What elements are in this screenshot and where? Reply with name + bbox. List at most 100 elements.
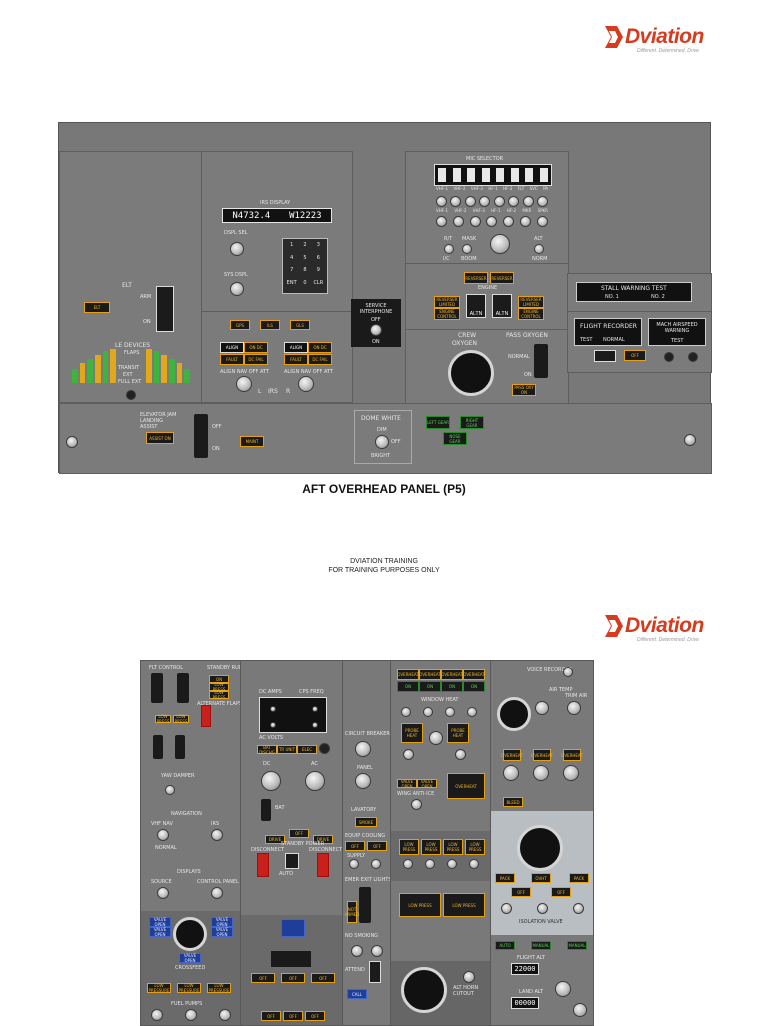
vol-knob-1[interactable]: [436, 196, 447, 207]
vol-knob-3[interactable]: [464, 196, 476, 207]
bus-transfer-switch[interactable]: [271, 951, 311, 967]
battery-switch[interactable]: [261, 799, 271, 821]
outflow-valve-knob[interactable]: [573, 1003, 587, 1017]
gen-1-disconnect-guard[interactable]: [257, 853, 269, 877]
probe-heat-a-switch[interactable]: [403, 749, 414, 760]
flt-control-b-switch[interactable]: [177, 673, 189, 703]
irs-sys-display-knob[interactable]: [230, 282, 244, 296]
vol-knob-6[interactable]: [508, 196, 520, 207]
equip-supply-switch[interactable]: [349, 859, 359, 869]
vhf-nav-knob[interactable]: [157, 829, 169, 841]
vol-knob-4[interactable]: [479, 196, 491, 207]
mic-hf1-button[interactable]: [481, 168, 490, 182]
emer-exit-switch[interactable]: [359, 887, 371, 923]
vol2-knob-7[interactable]: [536, 216, 548, 227]
engine-1-altn-switch[interactable]: ALTN: [466, 294, 486, 318]
mach-test-1-button[interactable]: [664, 352, 674, 362]
vol2-knob-3[interactable]: [469, 216, 481, 227]
ac-meter-selector-knob[interactable]: [305, 771, 325, 791]
mic-vhf2-button[interactable]: [452, 168, 461, 182]
irs-left-mode-knob[interactable]: [236, 376, 252, 392]
mic-vhf3-button[interactable]: [467, 168, 476, 182]
irs-nav-knob[interactable]: [211, 829, 223, 841]
right-reading-light-knob[interactable]: [684, 434, 696, 446]
irs-key-0[interactable]: 0: [303, 279, 307, 286]
mic-vhf1-button[interactable]: [438, 168, 447, 182]
flt-control-a-switch[interactable]: [151, 673, 163, 703]
window-heat-switch-3[interactable]: [445, 707, 455, 717]
pack-switch-2[interactable]: [573, 903, 584, 914]
no-smoking-knob[interactable]: [351, 945, 363, 957]
irs-key-4[interactable]: 4: [290, 254, 294, 261]
mic-pa-button[interactable]: [539, 168, 548, 182]
spoiler-b-switch[interactable]: [175, 735, 185, 759]
mic-mask-toggle[interactable]: [462, 244, 472, 254]
hyd-switch-4[interactable]: [469, 859, 479, 869]
fuel-pump-switch-3[interactable]: [219, 1009, 231, 1021]
irs-key-1[interactable]: 1: [290, 242, 294, 248]
window-heat-switch-2[interactable]: [423, 707, 433, 717]
fdr-test-switch[interactable]: [594, 350, 616, 362]
pass-oxygen-switch[interactable]: [534, 344, 548, 378]
spoiler-a-switch[interactable]: [153, 735, 163, 759]
voice-recorder-test-button[interactable]: [563, 667, 573, 677]
mic-rt-toggle[interactable]: [444, 244, 454, 254]
alt-horn-cutout-button[interactable]: [463, 971, 475, 983]
vol-knob-5[interactable]: [493, 196, 505, 207]
trim-air-knob[interactable]: [567, 701, 581, 715]
dc-meter-selector-knob[interactable]: [261, 771, 281, 791]
mic-flt-button[interactable]: [510, 168, 519, 182]
vol2-knob-1[interactable]: [436, 216, 447, 227]
zone-temp-knob-2[interactable]: [533, 765, 549, 781]
vol2-knob-2[interactable]: [452, 216, 464, 227]
equip-exhaust-switch[interactable]: [371, 859, 381, 869]
fasten-belts-knob[interactable]: [371, 945, 383, 957]
vol-knob-7[interactable]: [522, 196, 534, 207]
alternate-flaps-guard[interactable]: [201, 705, 211, 727]
elt-button[interactable]: ELT: [84, 302, 110, 313]
fuel-pump-switch-1[interactable]: [151, 1009, 163, 1021]
window-heat-test-knob[interactable]: [429, 731, 443, 745]
air-temp-source-knob[interactable]: [535, 701, 549, 715]
irs-display-select-knob[interactable]: [230, 242, 244, 256]
gen-2-disconnect-guard[interactable]: [317, 853, 329, 877]
yaw-damper-switch[interactable]: [165, 785, 175, 795]
vol-knob-2[interactable]: [450, 196, 462, 207]
pack-switch-1[interactable]: [501, 903, 512, 914]
vol2-knob-6[interactable]: [520, 216, 532, 227]
hyd-switch-3[interactable]: [447, 859, 457, 869]
displays-source-knob[interactable]: [157, 887, 169, 899]
isolation-valve-switch[interactable]: [537, 903, 548, 914]
irs-key-9[interactable]: 9: [316, 267, 320, 273]
fuel-pump-switch-2[interactable]: [185, 1009, 197, 1021]
vol2-knob-4[interactable]: [486, 216, 498, 227]
irs-right-mode-knob[interactable]: [298, 376, 314, 392]
zone-temp-knob-3[interactable]: [563, 765, 579, 781]
displays-control-knob[interactable]: [211, 887, 223, 899]
hyd-switch-1[interactable]: [403, 859, 413, 869]
elevator-jam-switch[interactable]: [194, 414, 208, 458]
elt-switch[interactable]: [156, 286, 174, 332]
le-test-button[interactable]: [126, 390, 136, 400]
dome-white-switch[interactable]: [375, 435, 389, 449]
probe-heat-b-switch[interactable]: [455, 749, 466, 760]
mic-hf2-button[interactable]: [496, 168, 505, 182]
irs-key-clr[interactable]: CLR: [313, 279, 324, 286]
irs-key-2[interactable]: 2: [303, 242, 307, 248]
zone-temp-knob-1[interactable]: [503, 765, 519, 781]
irs-key-3[interactable]: 3: [316, 242, 320, 248]
maint-test-button[interactable]: [319, 743, 330, 754]
mic-alt-norm-toggle[interactable]: [534, 244, 544, 254]
irs-key-7[interactable]: 7: [290, 267, 294, 273]
left-reading-light-knob[interactable]: [66, 436, 78, 448]
panel-light-knob[interactable]: [355, 773, 371, 789]
hyd-switch-2[interactable]: [425, 859, 435, 869]
window-heat-switch-1[interactable]: [401, 707, 411, 717]
irs-key-8[interactable]: 8: [303, 267, 307, 273]
vol2-knob-5[interactable]: [503, 216, 515, 227]
service-interphone-switch[interactable]: [370, 324, 382, 336]
irs-key-5[interactable]: 5: [303, 254, 307, 261]
mic-nav-selector-knob[interactable]: [490, 234, 510, 254]
circuit-breaker-knob[interactable]: [355, 741, 371, 757]
mach-test-2-button[interactable]: [688, 352, 698, 362]
